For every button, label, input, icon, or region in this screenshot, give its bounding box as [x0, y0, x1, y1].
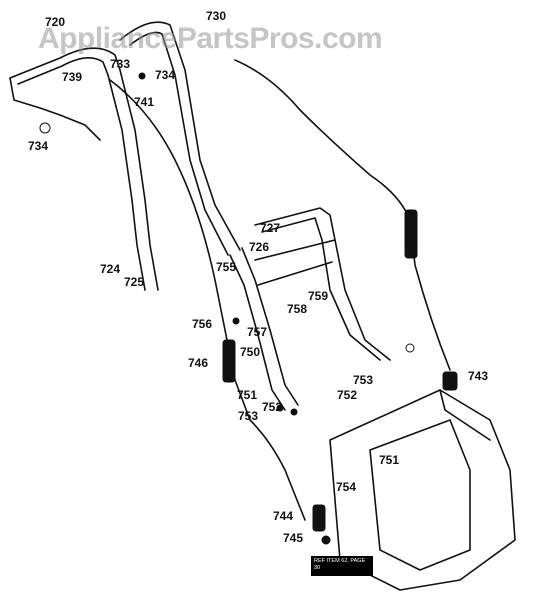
part-label-754: 754: [336, 480, 357, 494]
part-label-752a: 752: [337, 388, 358, 402]
part-label-725: 725: [124, 275, 145, 289]
part-label-741: 741: [134, 95, 155, 109]
bracket-cross: [254, 239, 336, 286]
part-label-751b: 751: [379, 453, 400, 467]
spring-bottom: [312, 504, 326, 532]
part-label-750: 750: [240, 345, 261, 359]
watermark: AppliancePartsPros.com: [38, 22, 383, 55]
part-label-751a: 751: [237, 388, 258, 402]
part-label-753a: 753: [353, 373, 374, 387]
part-label-739: 739: [62, 70, 83, 84]
part-label-724: 724: [100, 262, 121, 276]
part-label-759: 759: [308, 289, 329, 303]
spring-right: [442, 371, 458, 391]
part-label-733: 733: [110, 57, 131, 71]
housing-edge: [439, 389, 491, 441]
part-label-726: 726: [249, 240, 270, 254]
part-label-756: 756: [192, 317, 213, 331]
nut-753: [290, 408, 298, 416]
part-label-757: 757: [247, 325, 268, 339]
nut-734: [138, 72, 146, 80]
part-label-727: 727: [260, 221, 281, 235]
part-label-743: 743: [468, 369, 489, 383]
part-label-730: 730: [206, 9, 227, 23]
right-handle: [119, 21, 241, 251]
housing-plate: [369, 419, 471, 571]
cable-right: [234, 59, 451, 371]
lower-arm-inner: [229, 254, 286, 411]
part-label-744: 744: [273, 509, 294, 523]
bracket-inner: [261, 217, 381, 361]
lower-arm: [241, 247, 299, 406]
part-label-758: 758: [287, 302, 308, 316]
left-handle-bottom: [9, 77, 101, 141]
nut-752: [276, 404, 284, 412]
cable-left: [109, 79, 306, 521]
nut-756: [232, 317, 240, 325]
bolt-734: [39, 122, 51, 134]
part-label-746: 746: [188, 356, 209, 370]
part-label-745: 745: [283, 531, 304, 545]
spring-top: [404, 209, 418, 259]
left-handle: [9, 47, 159, 291]
left-handle-inner: [17, 57, 146, 291]
part-label-755: 755: [216, 260, 237, 274]
spring-left: [222, 339, 236, 383]
part-label-752b: 752: [262, 400, 283, 414]
part-label-753b: 753: [238, 409, 259, 423]
washer: [405, 343, 415, 353]
part-label-720: 720: [45, 15, 66, 29]
part-label-734a: 734: [155, 68, 176, 82]
part-label-734b: 734: [28, 139, 49, 153]
reference-note: REF ITEM 62, PAGE 30: [311, 556, 373, 576]
right-handle-inner: [129, 31, 229, 256]
nut-745: [321, 535, 331, 545]
